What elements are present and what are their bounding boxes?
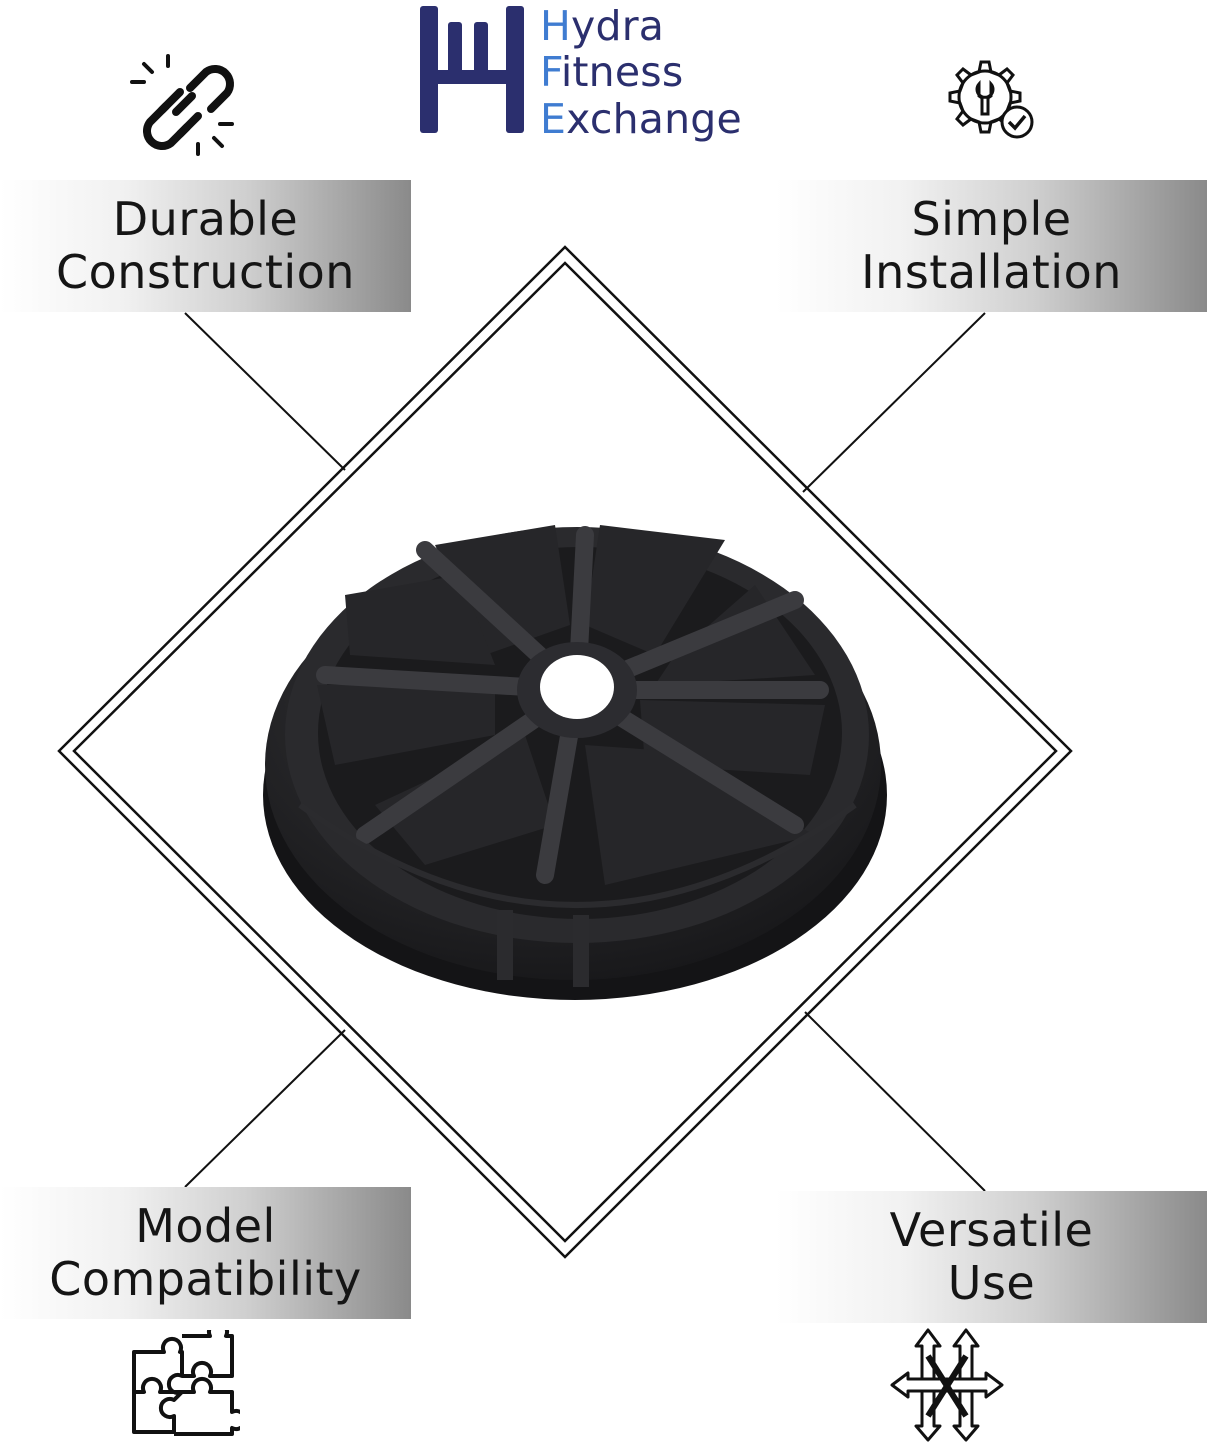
broken-chain-icon — [130, 54, 234, 156]
feature-title-line2: Use — [947, 1256, 1036, 1310]
logo-mark-icon — [420, 6, 524, 133]
puzzle-icon — [132, 1330, 240, 1436]
feature-banner-simple: Simple Installation — [776, 180, 1207, 312]
feature-title-line1: Durable — [112, 192, 299, 246]
feature-title-line2: Compatibility — [49, 1252, 362, 1306]
gear-wrench-check-icon — [948, 60, 1034, 139]
feature-title-line1: Versatile — [889, 1203, 1094, 1257]
feature-title-line1: Model — [135, 1199, 276, 1253]
feature-title-line2: Installation — [861, 245, 1122, 299]
logo-text-line-2: Fitness — [540, 48, 684, 96]
logo-text-line-3: Exchange — [540, 95, 742, 143]
logo-text-line-1: Hydra — [540, 2, 665, 50]
feature-title-line2: Construction — [56, 245, 355, 299]
feature-title-line1: Simple — [911, 192, 1072, 246]
crossing-arrows-icon — [890, 1328, 1004, 1442]
wheel-bumper-image — [263, 525, 887, 1000]
feature-banner-durable: Durable Construction — [0, 180, 411, 312]
feature-banner-model: Model Compatibility — [0, 1187, 411, 1319]
feature-banner-versatile: Versatile Use — [776, 1191, 1207, 1323]
